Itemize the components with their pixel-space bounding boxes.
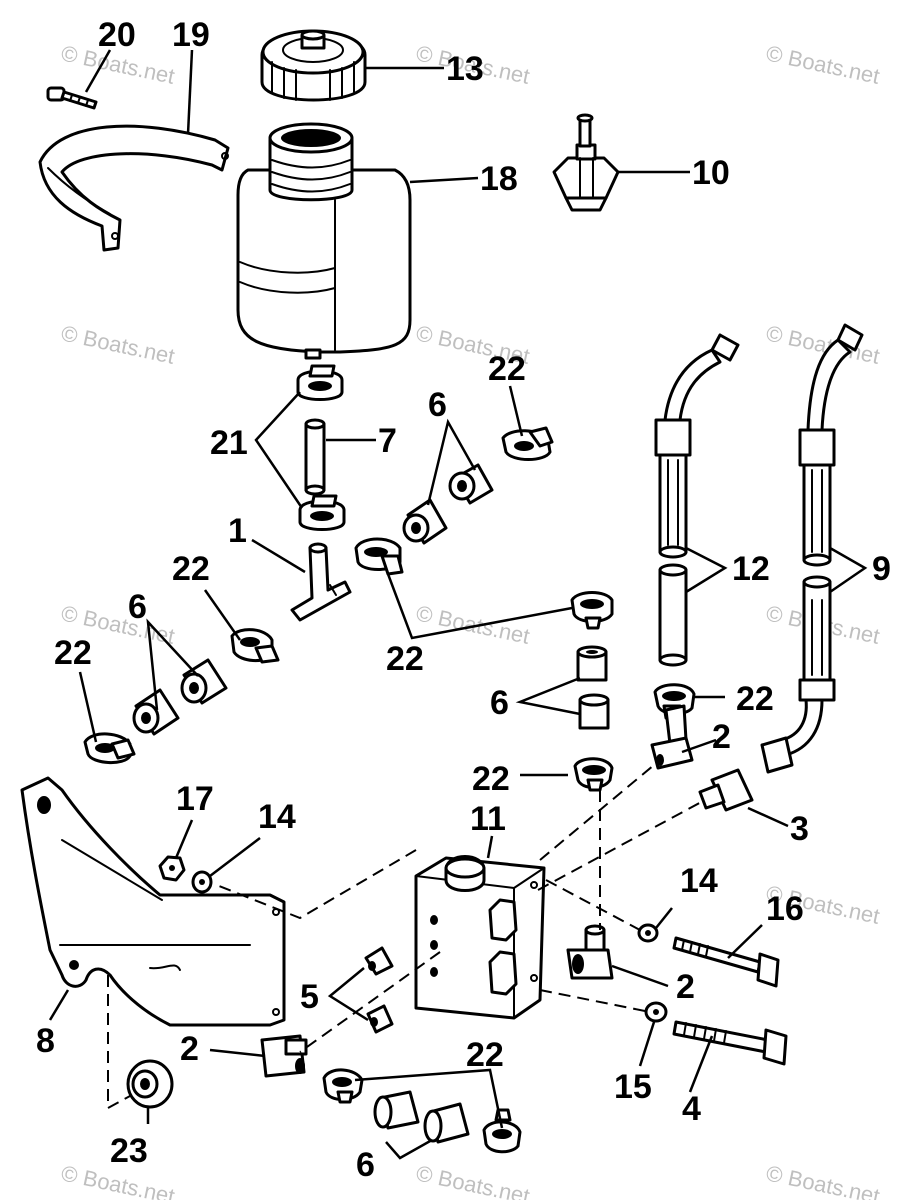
hose-clamp-part-21 xyxy=(296,364,344,401)
callout-19: 19 xyxy=(172,16,210,54)
callouts: 20 19 13 18 10 21 7 6 22 1 22 6 22 22 12… xyxy=(36,16,891,1184)
callout-4: 4 xyxy=(682,1090,701,1128)
washer-part-14 xyxy=(191,870,213,894)
callout-9: 9 xyxy=(872,550,891,588)
callout-22: 22 xyxy=(472,760,510,798)
callout-13: 13 xyxy=(446,50,484,88)
hose-part-6 xyxy=(373,1090,470,1144)
hose-part-6 xyxy=(576,645,610,730)
callout-10: 10 xyxy=(692,154,730,192)
callout-6: 6 xyxy=(428,386,447,424)
callout-12: 12 xyxy=(732,550,770,588)
hose-clamp-part-22 xyxy=(570,591,614,630)
grommet-part-23 xyxy=(126,1059,174,1109)
plug-part-5 xyxy=(364,946,394,976)
leader-lines xyxy=(48,49,868,1160)
fitting-part-10 xyxy=(552,113,620,212)
hose-part-6 xyxy=(132,658,228,736)
callout-21: 21 xyxy=(210,424,248,462)
callout-5: 5 xyxy=(300,978,319,1016)
hose-clamp-part-22 xyxy=(354,537,404,576)
callout-6: 6 xyxy=(490,684,509,722)
callout-18: 18 xyxy=(480,160,518,198)
hose-clamp-part-22 xyxy=(230,628,280,664)
callout-2: 2 xyxy=(676,968,695,1006)
plug-part-5 xyxy=(366,1004,394,1034)
callout-2: 2 xyxy=(180,1030,199,1068)
callout-1: 1 xyxy=(228,512,247,550)
bolt-part-4 xyxy=(672,1020,788,1066)
watermark: © Boats.net xyxy=(414,1160,532,1200)
callout-14: 14 xyxy=(680,862,718,900)
hose-clamp-part-22 xyxy=(501,426,554,461)
callout-7: 7 xyxy=(378,422,397,460)
assembly-lines xyxy=(107,759,706,1110)
hose-clamp-part-21 xyxy=(298,494,346,531)
callout-22: 22 xyxy=(54,634,92,672)
callout-16: 16 xyxy=(766,890,804,928)
filler-cap-part-13 xyxy=(260,29,367,102)
callout-20: 20 xyxy=(98,16,136,54)
watermark: © Boats.net xyxy=(764,40,882,88)
callout-6: 6 xyxy=(356,1146,375,1184)
callout-22: 22 xyxy=(736,680,774,718)
elbow-fitting-part-2 xyxy=(650,704,694,770)
callout-17: 17 xyxy=(176,780,214,818)
callout-6: 6 xyxy=(128,588,147,626)
hose-assembly-part-9 xyxy=(760,323,864,774)
hose-part-6 xyxy=(402,463,494,545)
callout-15: 15 xyxy=(614,1068,652,1106)
callout-22: 22 xyxy=(172,550,210,588)
callout-14: 14 xyxy=(258,798,296,836)
callout-23: 23 xyxy=(110,1132,148,1170)
callout-2: 2 xyxy=(712,718,731,756)
callout-11: 11 xyxy=(470,800,506,838)
valve-block-part-11 xyxy=(414,855,546,1020)
elbow-fitting-part-2 xyxy=(260,1034,308,1078)
hose-assembly-part-12 xyxy=(654,333,740,667)
watermark: © Boats.net xyxy=(59,320,177,368)
watermark: © Boats.net xyxy=(414,600,532,648)
fitting-part-3 xyxy=(698,768,754,812)
elbow-fitting-part-2 xyxy=(566,924,614,980)
screw-part-20 xyxy=(46,86,98,110)
washer-part-14 xyxy=(637,923,659,943)
watermark: © Boats.net xyxy=(764,1160,882,1200)
hose-clamp-part-22 xyxy=(322,1068,364,1104)
hose-clamp-part-22 xyxy=(573,757,614,792)
nut-part-17 xyxy=(158,855,186,882)
hose-clamp-part-22 xyxy=(482,1108,522,1154)
callout-3: 3 xyxy=(790,810,809,848)
tee-fitting-part-1 xyxy=(290,542,352,622)
callout-8: 8 xyxy=(36,1022,55,1060)
hose-clamp-part-22 xyxy=(83,732,136,764)
oil-tank-part-18 xyxy=(236,122,412,360)
callout-22: 22 xyxy=(466,1036,504,1074)
tank-strap-part-19 xyxy=(38,124,230,252)
callout-22: 22 xyxy=(386,640,424,678)
callout-22: 22 xyxy=(488,350,526,388)
hose-part-7 xyxy=(304,418,326,496)
bracket-part-8 xyxy=(20,776,286,1027)
washer-part-15 xyxy=(644,1001,668,1023)
